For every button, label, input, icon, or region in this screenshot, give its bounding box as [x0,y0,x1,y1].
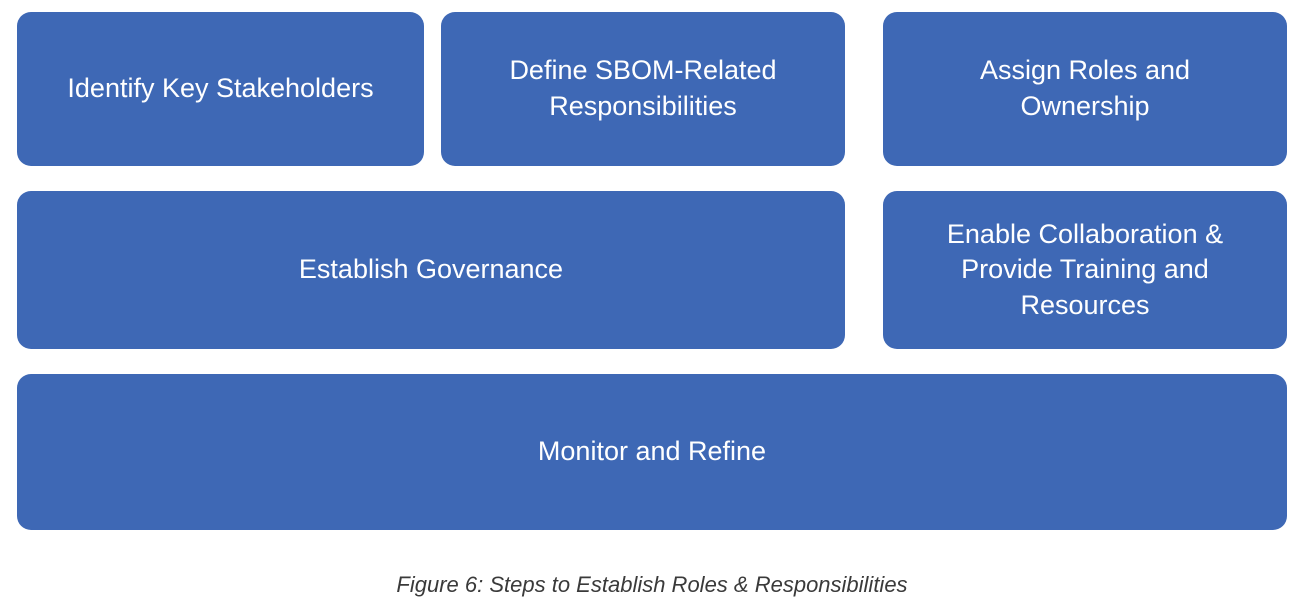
step-box-define-sbom-related-responsibilities: Define SBOM-Related Responsibilities [441,12,845,166]
step-box-establish-governance: Establish Governance [17,191,845,349]
steps-grid: Identify Key Stakeholders Define SBOM-Re… [17,12,1287,530]
step-box-label: Monitor and Refine [537,436,767,467]
step-box-label: Enable Collaboration & Provide Training … [946,218,1224,320]
step-box-label: Identify Key Stakeholders [67,73,374,104]
step-box-identify-key-stakeholders: Identify Key Stakeholders [17,12,424,166]
step-box-label: Establish Governance [298,254,564,285]
step-box-assign-roles-and-ownership: Assign Roles and Ownership [883,12,1287,166]
step-box-label: Assign Roles and Ownership [979,55,1191,121]
step-box-label: Define SBOM-Related Responsibilities [509,55,777,121]
figure-caption: Figure 6: Steps to Establish Roles & Res… [396,572,908,597]
step-box-enable-collaboration-provide-training-resources: Enable Collaboration & Provide Training … [883,191,1287,349]
step-box-monitor-and-refine: Monitor and Refine [17,374,1287,530]
